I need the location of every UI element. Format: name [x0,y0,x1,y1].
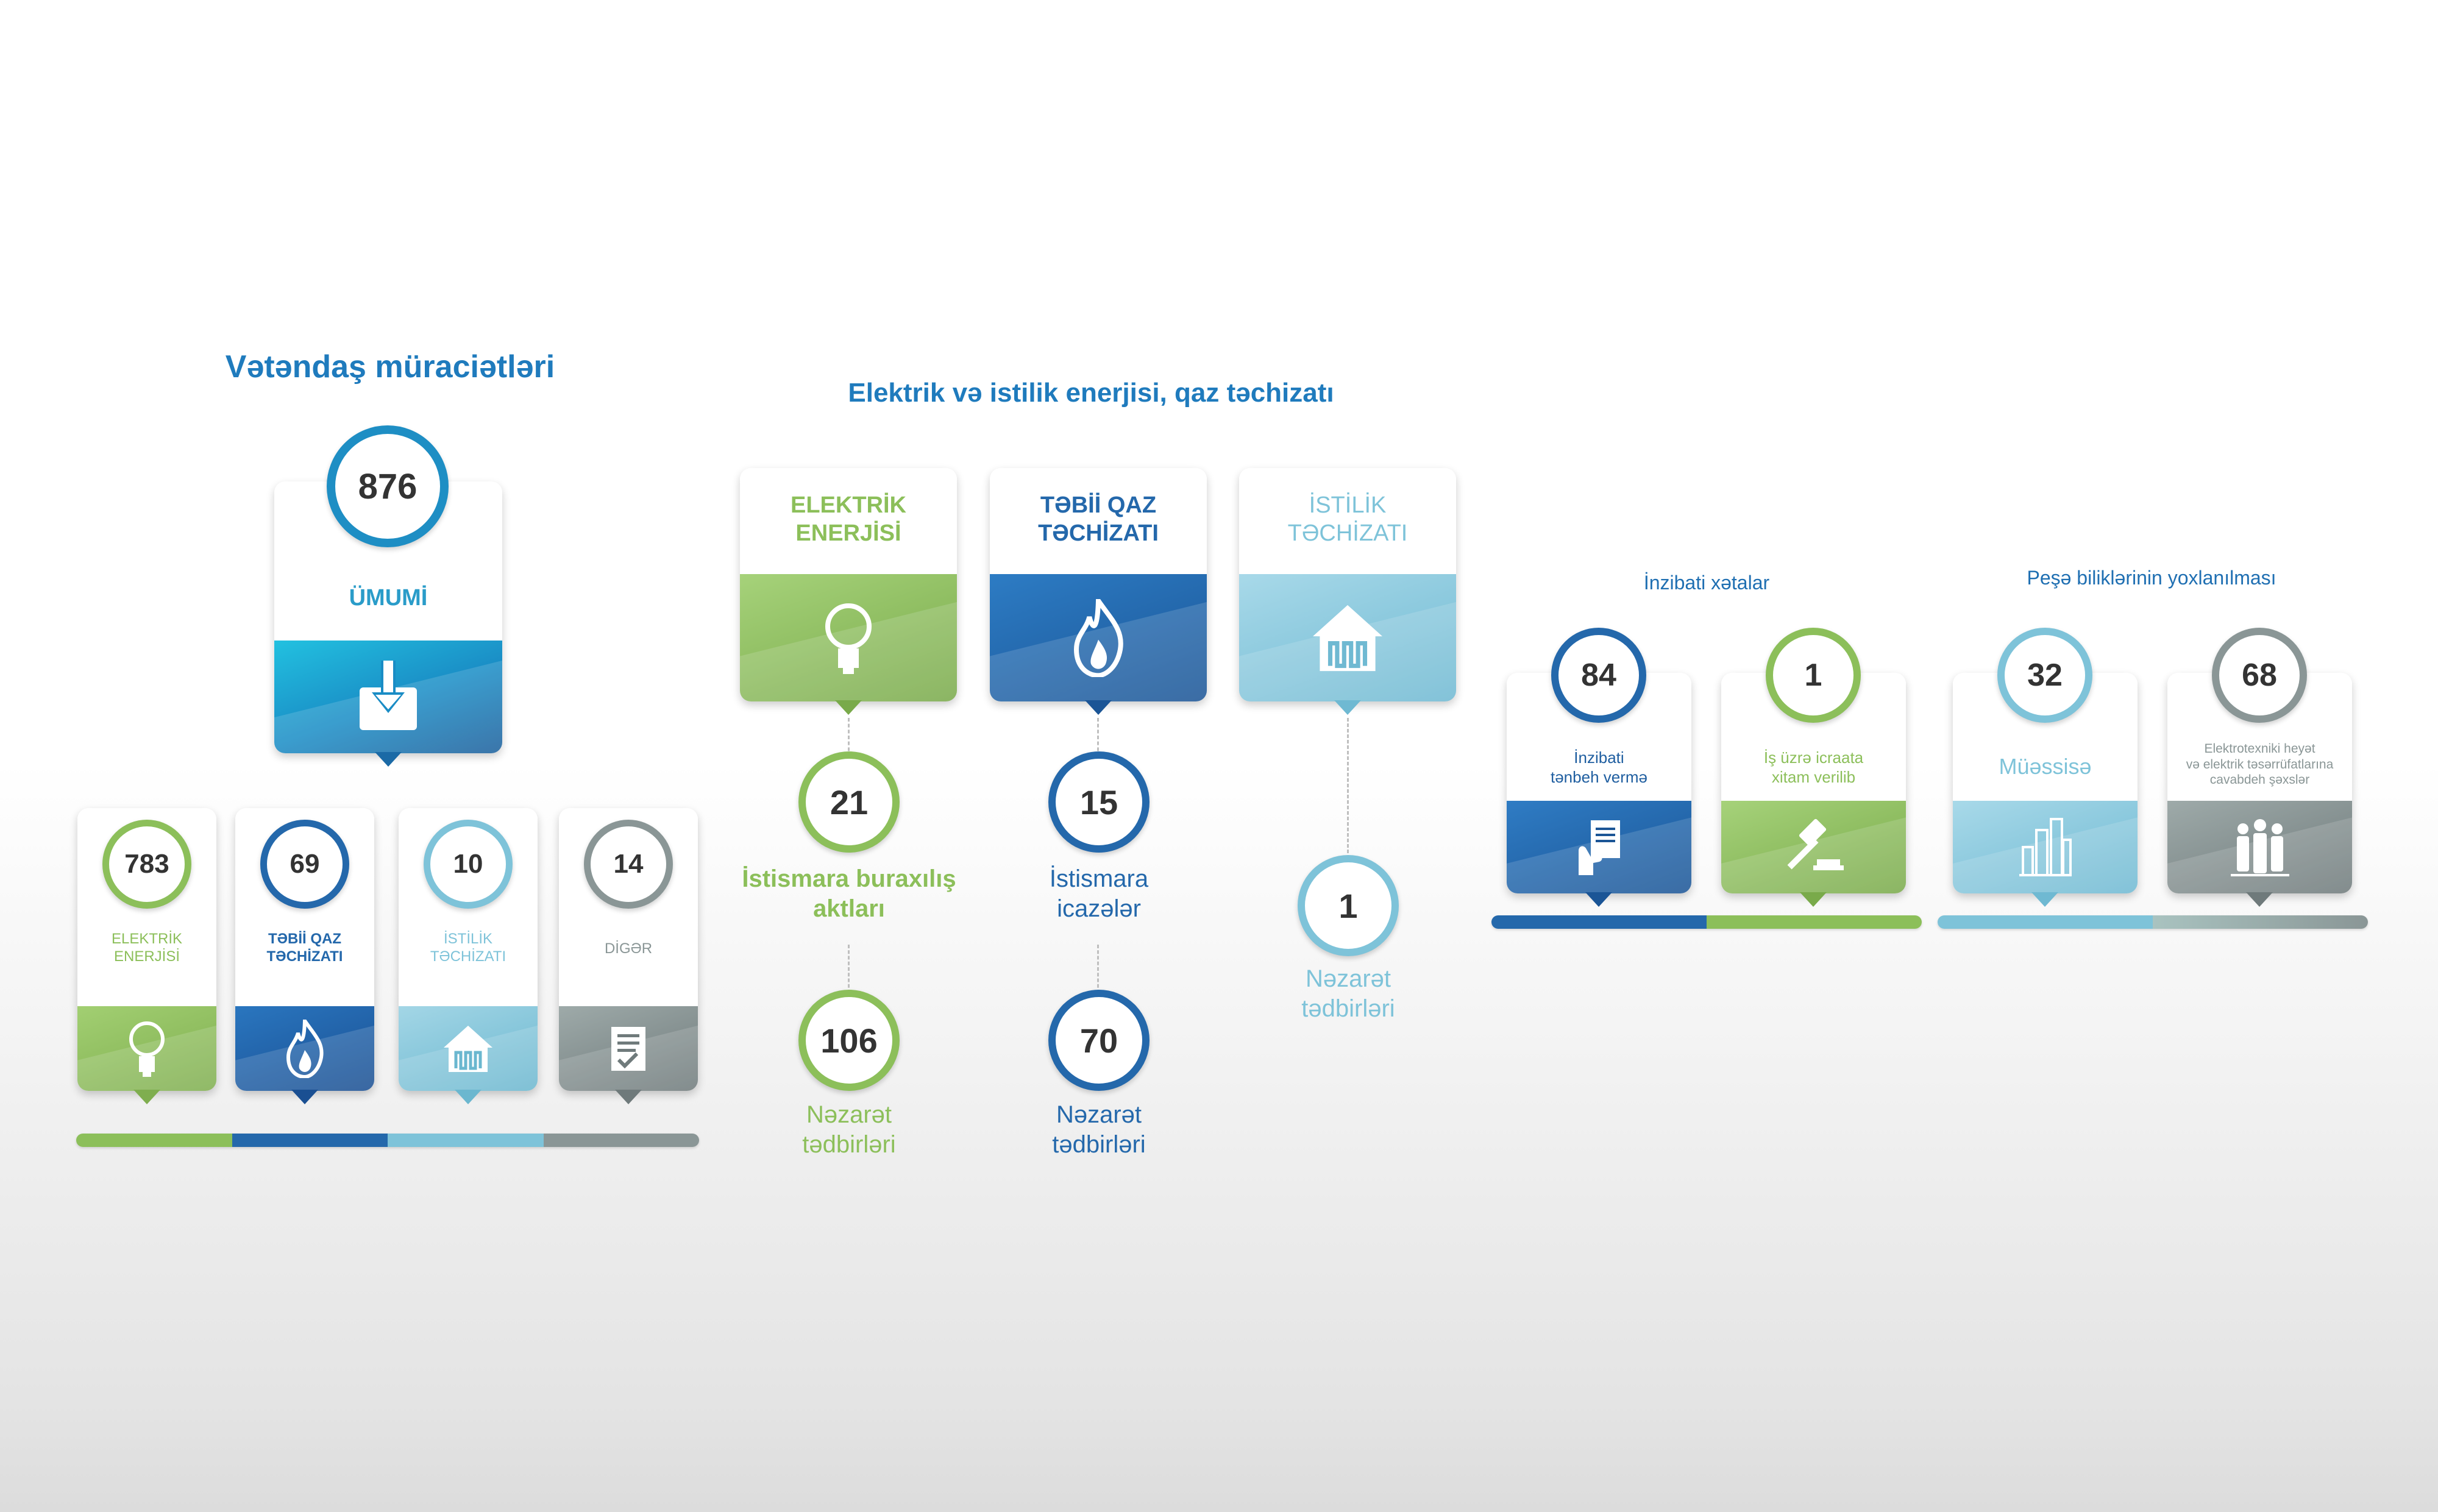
admin-circle-penalty: 84 [1551,628,1646,723]
supply-card-electric [740,468,957,715]
house-radiator-icon [442,1024,494,1073]
admin-offenses-title: İnzibati xətalar [1643,572,1770,594]
knowledge-label-enterprise: Müəssisə [1999,754,2092,779]
flame-icon [1069,598,1128,677]
admin-label-terminated: İş üzrə icraata xitam verilib [1763,748,1864,786]
admin-circle-terminated: 1 [1766,628,1861,723]
category-circle-electric: 783 [102,820,191,909]
category-label-other: DİGƏR [604,940,653,957]
flame-icon [283,1019,326,1078]
supply-card-heating [1239,468,1456,715]
stat-circle-electric-acts: 21 [798,751,900,853]
stat-label-electric-acts: İstismara buraxılış aktları [742,865,956,922]
citizen-appeals-title: Vətəndaş müraciətləri [225,349,555,385]
category-label-electric: ELEKTRİK ENERJİSİ [111,931,183,965]
knowledge-check-title: Peşə biliklərinin yoxlanılması [2027,567,2276,589]
knowledge-circle-enterprise: 32 [1997,628,2092,723]
supply-section-title: Elektrik və istilik enerjisi, qaz təchiz… [848,378,1334,408]
supply-label-heating: İSTİLİK TƏCHİZATI [1287,492,1408,547]
total-appeals-label: ÜMUMİ [349,585,428,611]
buildings-icon [2018,817,2073,878]
people-icon [2230,817,2291,878]
checklist-icon [609,1024,648,1073]
citizen-color-bar [76,1134,699,1147]
connector-line [848,945,850,993]
category-circle-gas: 69 [260,820,349,909]
connector-line [1097,945,1099,993]
stat-circle-heating-control: 1 [1298,855,1399,956]
house-radiator-icon [1311,603,1384,673]
admin-card-penalty [1507,673,1691,907]
connector-line [1097,718,1099,757]
supply-label-electric: ELEKTRİK ENERJİSİ [791,492,906,547]
stat-label-heating-control: Nəzarət tədbirləri [1301,965,1395,1022]
gavel-icon [1780,817,1847,878]
hand-document-icon [1575,817,1624,878]
connector-line [1347,718,1349,853]
supply-label-gas: TƏBİİ QAZ TƏCHİZATI [1038,492,1159,547]
category-label-heating: İSTİLİK TƏCHİZATI [430,931,506,965]
stat-circle-gas-control: 70 [1048,990,1150,1091]
knowledge-color-bar [1938,915,2368,929]
stat-circle-gas-permits: 15 [1048,751,1150,853]
admin-label-penalty: İnzibati tənbeh vermə [1551,748,1647,786]
category-circle-other: 14 [584,820,673,909]
stat-label-electric-control: Nəzarət tədbirləri [802,1101,896,1158]
admin-card-terminated [1721,673,1906,907]
stat-label-gas-permits: İstismara icazələr [1049,865,1149,922]
knowledge-circle-personnel: 68 [2212,628,2307,723]
lightbulb-icon [126,1020,168,1078]
admin-color-bar [1491,915,1922,929]
category-circle-heating: 10 [424,820,513,909]
download-icon [355,660,422,734]
supply-card-gas [990,468,1207,715]
stat-label-gas-control: Nəzarət tədbirləri [1052,1101,1146,1158]
lightbulb-icon [821,601,876,675]
knowledge-label-personnel: Elektrotexniki heyət və elektrik təsərrü… [2186,742,2334,787]
category-label-gas: TƏBİİ QAZ TƏCHİZATI [266,931,343,965]
total-appeals-circle: 876 [327,425,449,547]
connector-line [848,718,850,757]
stat-circle-electric-control: 106 [798,990,900,1091]
